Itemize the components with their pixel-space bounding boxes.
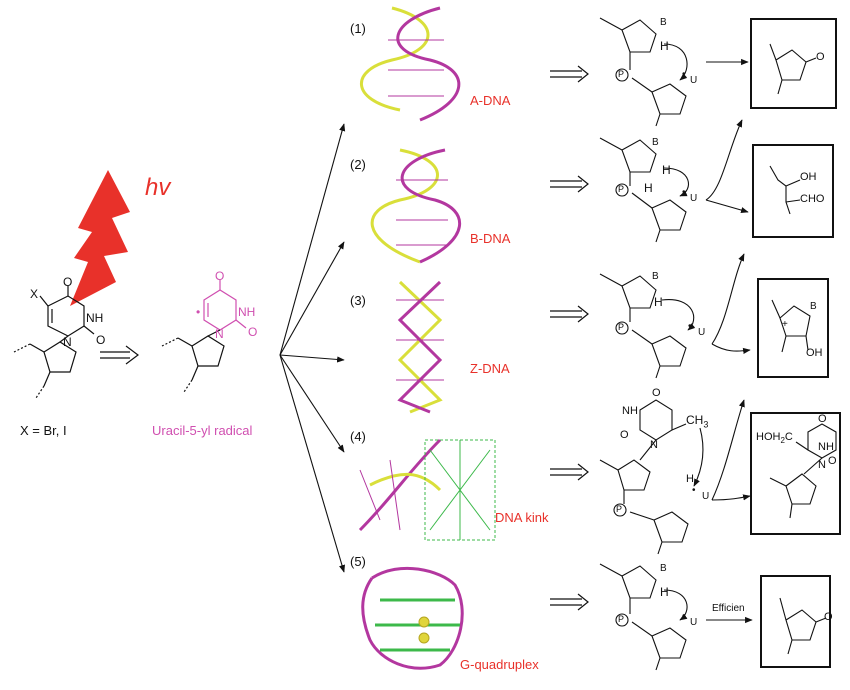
product3-b: B xyxy=(810,301,817,312)
product-2-aldehyde xyxy=(769,165,801,215)
product2-cho: CHO xyxy=(800,193,825,205)
mechanism-1 xyxy=(599,17,688,127)
mech4-nh: NH xyxy=(622,405,638,417)
product-1-lactone xyxy=(769,43,817,95)
radical-o2: O xyxy=(248,325,258,339)
lightning-bolt-icon xyxy=(70,170,130,306)
mechanism-2 xyxy=(599,137,689,243)
mech-arrows xyxy=(550,65,589,611)
product4-nh: NH xyxy=(818,441,834,453)
product4-n: N xyxy=(818,459,826,471)
product-arrows xyxy=(705,58,753,624)
product-3-ribose xyxy=(771,299,811,353)
product4-sub: 2 xyxy=(780,436,785,446)
mech5-p: P xyxy=(618,614,625,624)
structure-number-1: (1) xyxy=(350,21,366,36)
mech3-u: U xyxy=(698,327,706,338)
product4-hoh2c: HOH2C xyxy=(756,432,793,445)
z-dna-model xyxy=(396,280,444,414)
product4-o-right: O xyxy=(828,455,837,467)
mech4-ch3: CH3 xyxy=(686,414,708,429)
start-o1: O xyxy=(63,275,73,289)
mech2-p: P xyxy=(618,184,625,194)
mech2-u: U xyxy=(690,193,698,204)
mech4-u: U xyxy=(702,491,710,502)
mech1-u: U xyxy=(690,75,698,86)
structure-label-b-dna: B-DNA xyxy=(470,231,511,246)
mech3-b: B xyxy=(652,271,659,282)
product3-oh: OH xyxy=(806,347,823,359)
product-4-hydroxymethyluridine xyxy=(769,423,837,519)
product4-c: C xyxy=(784,431,793,443)
start-nh: NH xyxy=(86,311,104,325)
radical-o1: O xyxy=(215,269,225,283)
radical-nh: NH xyxy=(238,305,256,319)
mech5-u: U xyxy=(690,617,698,628)
branch-arrows xyxy=(279,123,346,573)
mech4-n: N xyxy=(650,439,658,451)
mech1-h: H xyxy=(660,39,669,53)
mech5-b: B xyxy=(660,563,667,574)
uracil-radical-structure xyxy=(161,280,247,393)
mech4-o-left: O xyxy=(620,429,629,441)
product4-o-top: O xyxy=(818,413,827,425)
mech3-p: P xyxy=(618,322,625,332)
mech4-dot: • xyxy=(692,485,696,496)
g-quadruplex-model xyxy=(361,566,464,670)
start-x-label: X xyxy=(30,287,39,301)
radical-caption: Uracil-5-yl radical xyxy=(152,423,253,438)
a-dna-model xyxy=(360,6,461,122)
structure-number-2: (2) xyxy=(350,157,366,172)
start-caption: X = Br, I xyxy=(20,423,67,438)
mech4-p: P xyxy=(616,504,623,514)
mech3-h: H xyxy=(654,295,663,309)
mechanism-5 xyxy=(599,563,688,671)
structure-label-a-dna: A-DNA xyxy=(470,93,511,108)
mech2-b: B xyxy=(652,137,659,148)
structure-number-3: (3) xyxy=(350,293,366,308)
structure-number-5: (5) xyxy=(350,554,366,569)
structure-label-dna-kink: DNA kink xyxy=(495,510,549,525)
mech5-h: H xyxy=(660,585,669,599)
efficient-label: Efficien xyxy=(712,603,745,614)
reaction-arrow-1 xyxy=(100,345,139,365)
b-dna-model xyxy=(370,148,461,264)
mech2-h: H xyxy=(662,163,671,177)
product1-o: O xyxy=(816,51,825,63)
mech1-b: B xyxy=(660,17,667,28)
product3-plus: + xyxy=(782,319,788,330)
start-o2: O xyxy=(96,333,106,347)
radical-n: N xyxy=(215,327,224,341)
mechanism-3 xyxy=(599,273,696,379)
structure-number-4: (4) xyxy=(350,429,366,444)
product-boxes xyxy=(750,18,841,668)
radical-dot: • xyxy=(196,305,201,319)
dna-kink-model xyxy=(358,438,496,541)
product-5-lactone xyxy=(779,597,827,655)
product4-hoh: HOH xyxy=(756,431,781,443)
mech4-o-top: O xyxy=(652,387,661,399)
product5-o: O xyxy=(824,611,833,623)
mech4-h: H xyxy=(686,473,694,485)
mech5-dot: • xyxy=(682,611,686,622)
product2-oh: OH xyxy=(800,171,817,183)
mech1-p: P xyxy=(618,69,625,79)
light-label: hv xyxy=(145,174,171,201)
mechanism-4 xyxy=(599,399,704,555)
structure-label-g-quadruplex: G-quadruplex xyxy=(460,657,539,672)
mech1-dot: • xyxy=(682,69,686,80)
mech3-dot: • xyxy=(688,321,692,332)
structure-label-z-dna: Z-DNA xyxy=(470,361,510,376)
mech4-ch3-ch: CH xyxy=(686,413,704,427)
mech2-dot: • xyxy=(682,187,686,198)
mech4-ch3-sub: 3 xyxy=(703,419,709,430)
mech2-h-lower: H xyxy=(644,181,653,195)
bromouridine-structure xyxy=(13,286,95,399)
start-n: N xyxy=(63,335,72,349)
